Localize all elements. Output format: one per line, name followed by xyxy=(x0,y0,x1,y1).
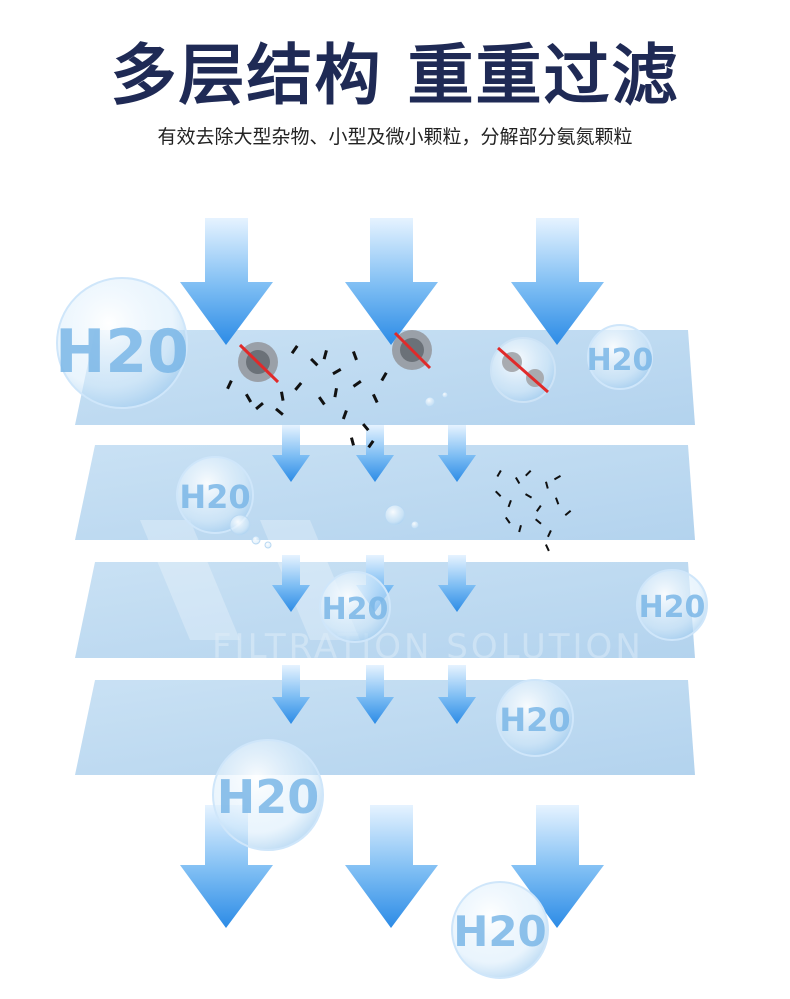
arrow-down-icon xyxy=(180,805,273,928)
h2o-bubble: H20 xyxy=(55,277,189,409)
arrow-down-icon xyxy=(272,425,310,482)
arrow-down-icon xyxy=(356,425,394,482)
h2o-bubble: H20 xyxy=(212,739,324,851)
bacteria-icon xyxy=(392,330,432,370)
arrow-down-icon xyxy=(438,425,476,482)
h2o-bubble: H20 xyxy=(636,569,708,641)
bacteria-icon xyxy=(238,342,280,384)
page-title: 多层结构 重重过滤 xyxy=(110,37,680,114)
arrow-down-icon xyxy=(180,218,273,345)
watermark: FILTRATION SOLUTION xyxy=(140,520,644,667)
bacteria-icon xyxy=(490,337,556,403)
arrow-down-icon xyxy=(438,555,476,612)
bubble-label: H20 xyxy=(322,592,389,627)
arrow-down-icon xyxy=(345,218,438,345)
bubble-label: H20 xyxy=(453,907,547,956)
h2o-bubble: H20 xyxy=(451,881,549,979)
filter-layer-4 xyxy=(75,680,695,775)
arrow-down-icon xyxy=(511,218,604,345)
arrow-down-icon xyxy=(511,805,604,928)
debris-particles xyxy=(226,345,388,449)
bubble-label: H20 xyxy=(179,478,250,516)
bubble-label: H20 xyxy=(587,343,654,378)
h2o-bubble: H20 xyxy=(587,324,654,390)
fine-particles xyxy=(495,470,572,552)
air-bubbles xyxy=(229,391,449,549)
h2o-bubble: H20 xyxy=(496,679,574,757)
h2o-bubble: H20 xyxy=(319,571,391,643)
arrow-down-icon xyxy=(438,665,476,724)
arrow-down-icon xyxy=(272,555,310,612)
arrow-down-icon xyxy=(356,665,394,724)
bubble-label: H20 xyxy=(639,590,706,625)
bubble-label: H20 xyxy=(217,770,320,824)
watermark-text: FILTRATION SOLUTION xyxy=(212,627,644,667)
h2o-bubble: H20 xyxy=(176,456,254,534)
bubble-label: H20 xyxy=(55,317,189,387)
bubble-label: H20 xyxy=(499,701,570,739)
arrow-down-icon xyxy=(272,665,310,724)
page-subtitle: 有效去除大型杂物、小型及微小颗粒，分解部分氨氮颗粒 xyxy=(157,126,633,148)
arrow-down-icon xyxy=(345,805,438,928)
